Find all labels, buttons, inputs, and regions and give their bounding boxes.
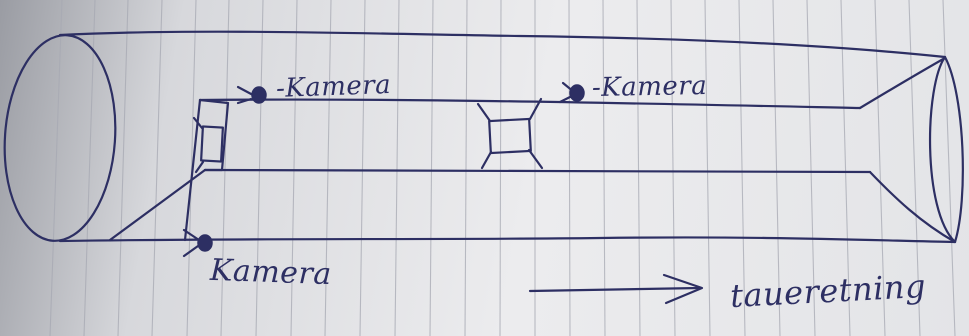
camera-label-2: -Kamera: [592, 71, 708, 103]
camera-label-1: -Kamera: [276, 70, 392, 104]
direction-arrow: [530, 275, 702, 303]
camera-2-icon: [570, 85, 584, 101]
pipe-left-end: [0, 31, 122, 244]
camera-1-icon: [252, 87, 266, 103]
funnel-bottom: [870, 172, 955, 242]
camera-3-icon: [198, 235, 212, 251]
camera-label-3: Kamera: [209, 253, 332, 292]
pipe-top-edge: [60, 32, 945, 57]
middle-camera-frame: [478, 99, 542, 168]
inner-tube-bottom: [205, 170, 870, 172]
